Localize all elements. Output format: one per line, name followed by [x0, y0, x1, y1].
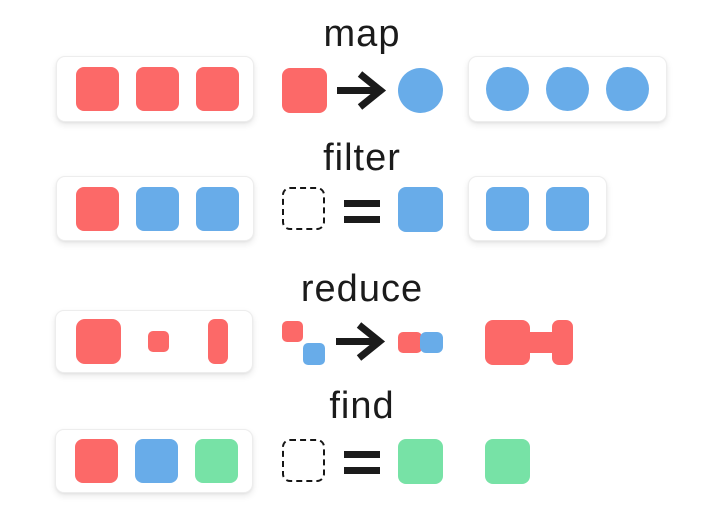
dashed-slot [282, 439, 325, 482]
reduce-input-array-card [55, 310, 253, 373]
red-dumbbell-right [552, 320, 573, 365]
reduce-rule-rhs [398, 332, 443, 353]
blue-circle [606, 67, 649, 111]
blue-square [546, 186, 589, 231]
row-title-filter: filter [323, 137, 401, 179]
filter-rule-lhs [282, 187, 325, 230]
blue-small-square [420, 332, 443, 353]
arrow-right-icon [336, 322, 386, 361]
reduce-rule-lhs [282, 321, 325, 365]
filter-output-array-card [468, 176, 607, 241]
green-square [195, 439, 238, 483]
map-input-array-card [56, 56, 254, 122]
red-big-square [76, 319, 121, 364]
blue-square [486, 186, 529, 231]
filter-rule-rhs [398, 187, 443, 232]
map-rule-lhs [282, 68, 327, 113]
red-square [75, 439, 118, 483]
arrow-right-icon [337, 71, 387, 110]
map-rule-rhs [398, 68, 443, 113]
find-rule-lhs [282, 439, 325, 482]
map-output-array-card [468, 56, 667, 122]
red-square [76, 67, 119, 111]
blue-small-square [303, 343, 325, 365]
blue-square [136, 186, 179, 231]
red-square [76, 186, 119, 231]
blue-circle [398, 68, 443, 113]
reduce-output-merged-shape [485, 320, 573, 365]
blue-square [398, 187, 443, 232]
red-square [136, 67, 179, 111]
red-small-square [398, 332, 422, 353]
red-dumbbell-bar [527, 332, 553, 353]
dashed-slot [282, 187, 325, 230]
red-small-square [282, 321, 303, 342]
blue-circle [486, 67, 529, 111]
row-title-map: map [323, 13, 401, 55]
red-dumbbell-left [485, 320, 530, 365]
blue-square [135, 439, 178, 483]
equals-icon [344, 200, 380, 223]
red-square [196, 67, 239, 111]
red-small-square [148, 331, 169, 352]
find-output-shape [485, 439, 530, 484]
red-square [282, 68, 327, 113]
find-input-array-card [55, 429, 253, 493]
row-title-reduce: reduce [300, 268, 424, 310]
filter-input-array-card [56, 176, 254, 241]
red-tall-rect [208, 319, 228, 364]
green-square [485, 439, 530, 484]
equals-icon [344, 451, 380, 474]
blue-square [196, 186, 239, 231]
green-square [398, 439, 443, 484]
find-rule-rhs [398, 439, 443, 484]
blue-circle [546, 67, 589, 111]
row-title-find: find [329, 385, 395, 427]
